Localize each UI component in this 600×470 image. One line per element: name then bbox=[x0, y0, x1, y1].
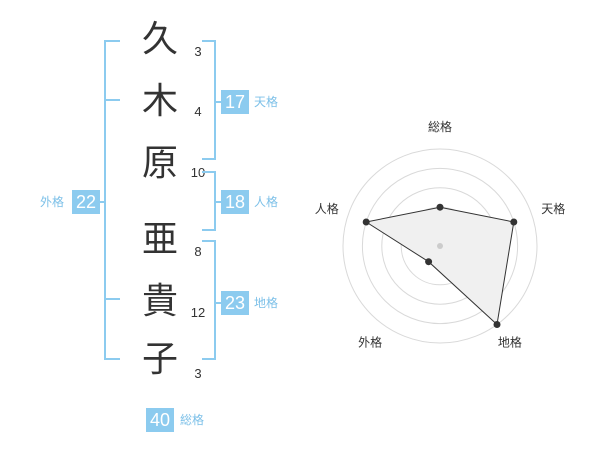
radar-axis-label-2: 天格 bbox=[541, 201, 565, 216]
name-char-1: 久 bbox=[141, 19, 178, 60]
jinkaku-value: 18 bbox=[221, 190, 249, 214]
radar-point-4 bbox=[425, 258, 433, 266]
chikaku-value: 23 bbox=[221, 291, 249, 315]
radar-point-2 bbox=[510, 218, 518, 226]
radar-polygon bbox=[364, 206, 515, 326]
stroke-count-1: 3 bbox=[194, 44, 202, 59]
name-char-5: 貴 bbox=[141, 281, 178, 322]
radar-axis-label-3: 地格 bbox=[498, 334, 522, 349]
tenkaku-label: 天格 bbox=[254, 95, 279, 109]
radar-point-1 bbox=[436, 203, 444, 211]
radar-point-3 bbox=[493, 320, 501, 328]
radar-points bbox=[362, 203, 518, 328]
name-char-4: 亜 bbox=[141, 219, 178, 260]
stroke-count-2: 4 bbox=[194, 104, 202, 119]
tenkaku-value: 17 bbox=[221, 90, 249, 114]
jinkaku-label: 人格 bbox=[254, 195, 279, 209]
gaikaku-value: 22 bbox=[72, 190, 100, 214]
radar-point-5 bbox=[362, 218, 370, 226]
radar-center bbox=[437, 243, 443, 249]
radar-axis-label-5: 人格 bbox=[315, 201, 339, 216]
stroke-count-4: 8 bbox=[194, 244, 202, 259]
name-char-3: 原 bbox=[141, 143, 178, 184]
soukaku-label: 総格 bbox=[180, 413, 205, 427]
radar-ring bbox=[342, 148, 538, 344]
chikaku-label: 地格 bbox=[254, 296, 279, 310]
stroke-count-5: 12 bbox=[190, 305, 206, 320]
radar-ring bbox=[361, 167, 519, 325]
stroke-count-6: 3 bbox=[194, 366, 202, 381]
stroke-count-3: 10 bbox=[190, 165, 206, 180]
gaikaku-label: 外格 bbox=[40, 195, 65, 209]
soukaku-value: 40 bbox=[146, 408, 174, 432]
radar-axis-label-1: 総格 bbox=[428, 119, 452, 134]
radar-axis-label-4: 外格 bbox=[358, 334, 382, 349]
name-char-6: 子 bbox=[141, 339, 178, 380]
name-char-2: 木 bbox=[141, 81, 178, 122]
